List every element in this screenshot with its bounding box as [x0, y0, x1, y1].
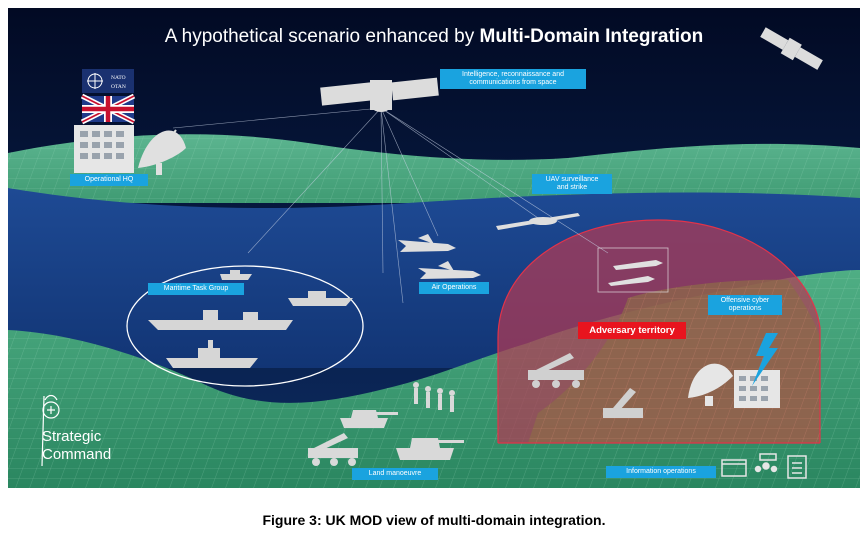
- drone-icon: [496, 213, 580, 230]
- soldiers-icon: [413, 382, 455, 412]
- crest-icon: [41, 394, 60, 467]
- rocket-launcher-icon: [308, 433, 358, 466]
- command-text: Command: [42, 446, 112, 463]
- aircraft-carrier-icon: [148, 310, 293, 330]
- distant-hills: [8, 134, 860, 203]
- ship-icon: [166, 340, 258, 368]
- label-isr: Intelligence, reconnaissance and communi…: [440, 69, 586, 89]
- jet-icon: [418, 261, 481, 279]
- building-icon: [74, 125, 134, 173]
- jet-icon: [613, 260, 663, 270]
- label-air-operations: Air Operations: [419, 282, 489, 294]
- ships: [148, 270, 353, 368]
- label-uav: UAV surveillance and strike: [532, 174, 612, 194]
- satellite-icon: [320, 77, 439, 112]
- air-defence-icon: [603, 388, 643, 418]
- laptop-icon: [721, 459, 747, 477]
- document-icon: [787, 455, 807, 479]
- ship-icon: [288, 291, 353, 306]
- jet-icon: [608, 276, 655, 286]
- air-jets: [398, 234, 481, 279]
- label-adversary-territory: Adversary territory: [578, 322, 686, 339]
- corner-satellite-icon: [760, 27, 823, 70]
- comm-links: [172, 107, 609, 304]
- radar-dish-icon: [138, 129, 186, 175]
- adversary-units: [528, 353, 643, 418]
- label-land-manoeuvre: Land manoeuvre: [352, 468, 438, 480]
- label-maritime: Maritime Task Group: [148, 283, 244, 295]
- scene-illustration: NATO OTAN: [8, 8, 860, 488]
- figure-caption: Figure 3: UK MOD view of multi-domain in…: [262, 512, 606, 528]
- otan-text: OTAN: [111, 84, 126, 90]
- adversary-air-box: [597, 247, 669, 293]
- union-jack-icon: [80, 93, 136, 125]
- land-units: [308, 382, 464, 466]
- strategic-command-logo: Strategic Command: [42, 428, 111, 464]
- title-bold: Multi-Domain Integration: [479, 26, 704, 47]
- label-information-operations: Information operations: [606, 466, 716, 478]
- jet-icon: [398, 234, 456, 252]
- strategic-text: Strategic: [42, 428, 102, 445]
- title-prefix: A hypothetical scenario enhanced by: [164, 26, 475, 47]
- nato-flag-icon: NATO OTAN: [82, 69, 134, 93]
- tank-icon: [340, 410, 398, 428]
- maritime-ellipse: [126, 265, 364, 387]
- adversary-radar-icon: [688, 363, 733, 406]
- people-icon: [754, 453, 778, 473]
- ship-icon: [220, 270, 252, 280]
- figure-title: A hypothetical scenario enhanced by Mult…: [8, 26, 860, 48]
- tank-icon: [396, 438, 464, 460]
- rocket-launcher-icon: [528, 353, 584, 388]
- nato-text: NATO: [111, 75, 126, 81]
- adversary-building-icon: [734, 370, 780, 408]
- info-ops-icons: [721, 453, 807, 479]
- cyber-lightning-icon: [752, 333, 778, 386]
- multi-domain-figure: NATO OTAN: [8, 8, 860, 488]
- label-operational-hq: Operational HQ: [70, 174, 148, 186]
- label-offensive-cyber: Offensive cyber operations: [708, 295, 782, 315]
